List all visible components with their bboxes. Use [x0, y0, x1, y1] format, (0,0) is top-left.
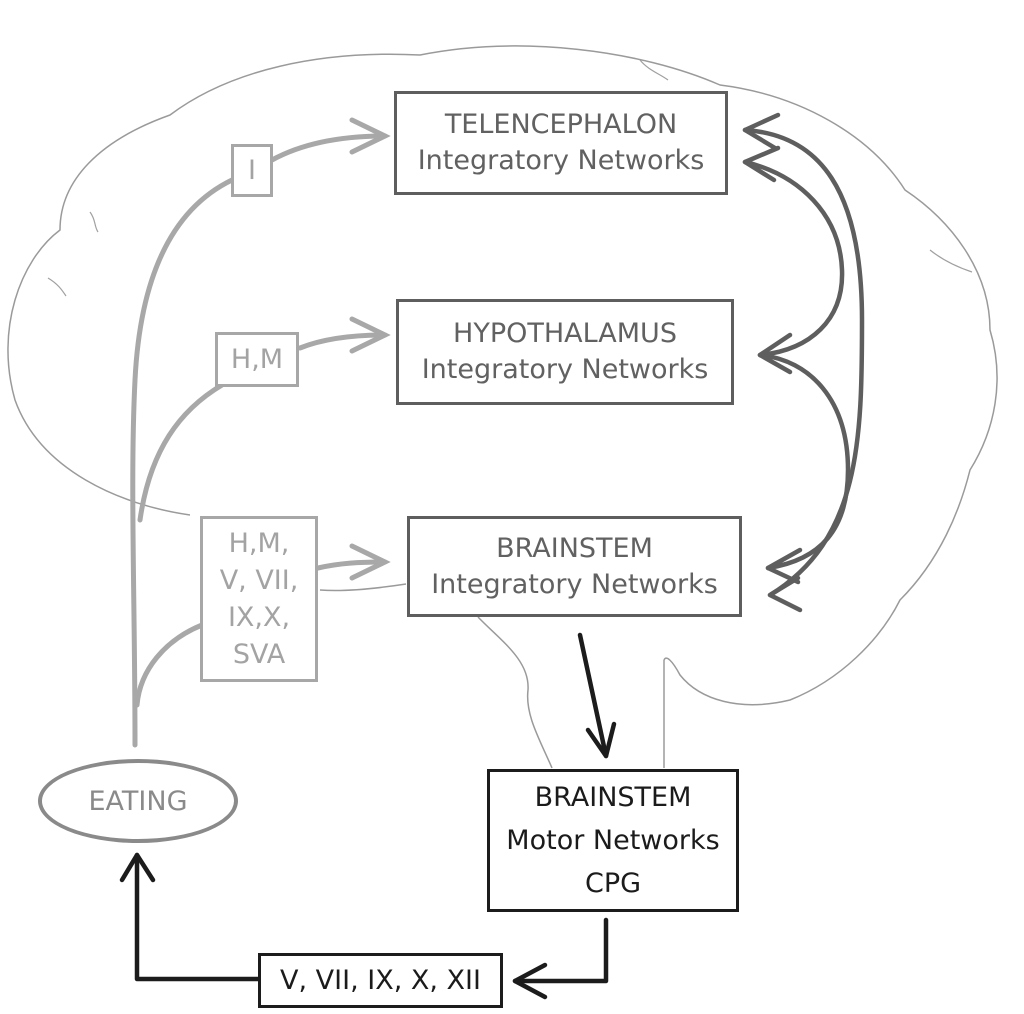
arrowhead-brainstem-1 [765, 547, 803, 585]
arrowhead-brainstem [349, 543, 391, 581]
motor-to-nerves-line [512, 917, 609, 984]
temporal-fold-line [319, 583, 407, 592]
sulcus-line-3 [639, 59, 669, 81]
brainstem-inputs-line3: IX,X, [227, 602, 291, 633]
arrowhead-brainstem-2 [767, 575, 803, 613]
afferent-to-brainstem [315, 559, 388, 571]
afferent-label-i-text: I [248, 155, 256, 186]
brainstem-motor-box: BRAINSTEM Motor Networks CPG [487, 769, 739, 912]
afferent-to-telencephalon [269, 133, 388, 163]
afferent-label-brainstem-inputs: H,M, V, VII, IX,X, SVA [200, 516, 318, 682]
brainstem-motor-line1: BRAINSTEM [534, 782, 692, 813]
brainstem-integratory-box: BRAINSTEM Integratory Networks [407, 516, 742, 617]
link-hypothalamus-brainstem [757, 352, 851, 571]
sulcus-line-4 [929, 249, 973, 273]
sulcus-line-2 [47, 277, 67, 297]
telencephalon-subtitle: Integratory Networks [417, 145, 705, 176]
afferent-label-hm-text: H,M [230, 344, 284, 375]
afferent-main-trunk [130, 177, 235, 748]
sulcus-line-1 [89, 211, 99, 233]
link-telencephalon-brainstem [742, 127, 865, 598]
telencephalon-box: TELENCEPHALON Integratory Networks [394, 91, 728, 195]
brainstem-outline-left [477, 616, 553, 769]
brainstem-inputs-line1: H,M, [228, 528, 290, 559]
telencephalon-title: TELENCEPHALON [444, 109, 678, 140]
integratory-connections [742, 112, 865, 613]
afferent-label-hm: H,M [215, 332, 299, 387]
brainstem-motor-line2: Motor Networks [506, 825, 720, 856]
arrowhead-hypothalamus [349, 316, 391, 354]
hypothalamus-title: HYPOTHALAMUS [453, 318, 677, 349]
brainstem-inputs-line4: SVA [232, 639, 286, 670]
brainstem-inputs-line2: V, VII, [219, 565, 299, 596]
brainstem-integratory-title: BRAINSTEM [496, 532, 653, 564]
eating-label: EATING [88, 785, 188, 817]
arrowhead-tel-2 [742, 145, 781, 183]
brain-outline [7, 45, 998, 706]
arrowhead-nerves [512, 962, 548, 1000]
arrowhead-eating [119, 852, 156, 883]
arrowhead-motor [585, 721, 617, 759]
nerves-to-eating-line [134, 852, 261, 982]
hypothalamus-box: HYPOTHALAMUS Integratory Networks [396, 299, 734, 405]
eating-ellipse: EATING [38, 759, 238, 843]
arrowhead-telencephalon [349, 117, 391, 155]
arrowhead-hypo [757, 332, 793, 375]
efferent-nerves-box: V, VII, IX, X, XII [258, 953, 503, 1008]
integratory-to-motor-line [577, 632, 609, 759]
brainstem-motor-line3: CPG [584, 868, 642, 899]
hypothalamus-subtitle: Integratory Networks [421, 354, 709, 385]
brainstem-integratory-subtitle: Integratory Networks [431, 568, 718, 600]
afferent-label-i: I [231, 144, 273, 197]
afferent-to-hypothalamus [297, 332, 388, 351]
motor-pathway [119, 632, 617, 1000]
afferent-branch-hm [137, 382, 225, 523]
arrowhead-tel-1 [742, 112, 781, 151]
afferent-branch-brainstem [134, 622, 205, 708]
afferent-pathways [130, 117, 391, 748]
efferent-nerves-text: V, VII, IX, X, XII [280, 965, 481, 996]
link-telencephalon-hypothalamus [742, 159, 845, 358]
